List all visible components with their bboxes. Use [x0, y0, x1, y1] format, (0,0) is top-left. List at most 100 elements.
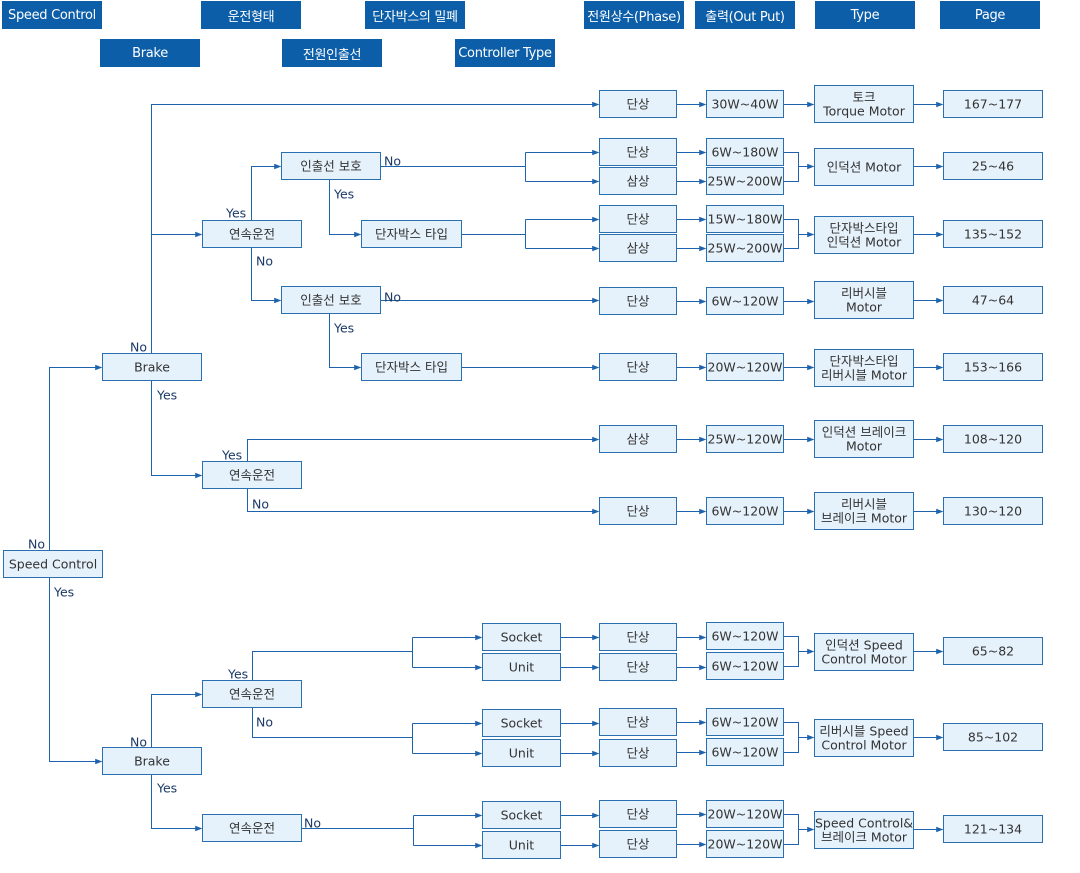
lead-wire-protection-node-box — [281, 286, 381, 314]
motor-type-node-label: Control Motor — [821, 652, 907, 667]
page-range-node: 121~134 — [943, 815, 1043, 843]
page-range-node-box — [943, 353, 1043, 381]
header-phase: 전원상수(Phase) — [584, 1, 684, 29]
output-node-box — [706, 708, 784, 736]
controller-type-node-box — [482, 709, 561, 737]
output-node-label: 6W~120W — [711, 629, 778, 644]
output-node-box — [706, 738, 784, 766]
output-node-label: 20W~120W — [708, 837, 783, 852]
terminal-box-type-node-label: 단자박스 타입 — [375, 360, 448, 375]
page-range-node-box — [943, 425, 1043, 453]
connector-arrow — [247, 436, 600, 462]
page-range-node-label: 130~120 — [964, 504, 1022, 519]
terminal-box-type-node-label: 단자박스 타입 — [375, 227, 448, 242]
motor-type-node-box — [814, 811, 914, 849]
page-range-node: 130~120 — [943, 497, 1043, 525]
motor-type-node-label: 인덕션 Motor — [827, 235, 902, 250]
connector-line — [783, 814, 799, 845]
page-range-node-label: 25~46 — [972, 159, 1014, 174]
phase-node-box — [599, 623, 677, 651]
phase-node: 단상 — [599, 90, 677, 118]
speed-control-node-label: Speed Control — [9, 557, 97, 572]
page-range-node-label: 85~102 — [968, 730, 1018, 745]
page-range-node-box — [943, 815, 1043, 843]
output-node: 25W~200W — [706, 167, 784, 195]
page-range-node: 47~64 — [943, 286, 1043, 314]
brake-node-label: Brake — [134, 360, 170, 375]
output-node: 6W~120W — [706, 738, 784, 766]
motor-type-node-label: 인덕션 브레이크 — [822, 425, 906, 440]
output-node: 6W~120W — [706, 708, 784, 736]
no-label: No — [28, 537, 45, 552]
connector-arrow — [49, 364, 103, 564]
phase-node-label: 단상 — [626, 630, 650, 645]
phase-node-label: 단상 — [626, 97, 650, 112]
lead-wire-protection-node: 인출선 보호 — [281, 152, 381, 180]
yes-label: Yes — [225, 206, 246, 221]
phase-node: 단상 — [599, 800, 677, 828]
motor-type-node: Speed Control&브레이크 Motor — [814, 811, 914, 849]
page-range-node-label: 167~177 — [964, 97, 1022, 112]
motor-type-node-box — [814, 281, 914, 319]
yes-label: Yes — [156, 781, 177, 796]
output-node-label: 6W~120W — [711, 659, 778, 674]
connector-arrow — [151, 774, 203, 832]
motor-type-node-label: 리버시블 Motor — [821, 368, 908, 383]
phase-node-label: 단상 — [626, 660, 650, 675]
motor-type-node-label: 인덕션 Motor — [827, 160, 902, 175]
terminal-box-type-node: 단자박스 타입 — [361, 220, 462, 248]
motor-type-node-label: 인덕션 Speed — [825, 638, 903, 653]
lead-wire-protection-node-label: 인출선 보호 — [300, 293, 361, 308]
output-node-box — [706, 425, 784, 453]
motor-type-node-label: 토크 — [852, 90, 875, 105]
yes-label: Yes — [333, 321, 354, 336]
page-range-node-box — [943, 637, 1043, 665]
phase-node: 단상 — [599, 287, 677, 315]
continuous-operation-node-label: 연속운전 — [229, 227, 275, 242]
controller-type-node: Socket — [482, 801, 561, 829]
motor-type-node-label: 브레이크 Motor — [821, 830, 908, 845]
output-node: 30W~40W — [706, 90, 784, 118]
output-node: 20W~120W — [706, 800, 784, 828]
output-node-label: 6W~180W — [711, 145, 778, 160]
continuous-operation-node-box — [202, 680, 302, 708]
continuous-operation-node: 연속운전 — [202, 461, 302, 489]
phase-node-box — [599, 739, 677, 767]
output-node: 25W~200W — [706, 234, 784, 262]
page-range-node-box — [943, 152, 1043, 180]
phase-node: 단상 — [599, 138, 677, 166]
controller-type-node-label: Socket — [501, 630, 543, 645]
phase-node: 단상 — [599, 353, 677, 381]
output-node-label: 30W~40W — [711, 97, 778, 112]
phase-node-box — [599, 708, 677, 736]
continuous-operation-node-box — [202, 220, 302, 248]
continuous-operation-node: 연속운전 — [202, 680, 302, 708]
phase-node: 단상 — [599, 739, 677, 767]
phase-node: 삼상 — [599, 234, 677, 262]
motor-type-node-label: Motor — [846, 439, 883, 454]
phase-node-box — [599, 653, 677, 681]
output-node-box — [706, 287, 784, 315]
page-range-node: 153~166 — [943, 353, 1043, 381]
brake-node-box — [102, 353, 202, 381]
motor-type-node-box — [814, 216, 914, 254]
phase-node-box — [599, 800, 677, 828]
no-label: No — [252, 497, 269, 512]
page-range-node-box — [943, 90, 1043, 118]
phase-node-label: 단상 — [626, 212, 650, 227]
motor-type-node-label: 단자박스타입 — [829, 221, 898, 236]
controller-type-node: Socket — [482, 623, 561, 651]
page-range-node-box — [943, 723, 1043, 751]
page-range-node-box — [943, 497, 1043, 525]
connector-arrow — [251, 163, 282, 221]
connector-arrow — [151, 691, 203, 748]
no-label: No — [130, 735, 147, 750]
phase-node-label: 단상 — [626, 294, 650, 309]
output-node-box — [706, 497, 784, 525]
connector-arrow — [251, 247, 282, 304]
no-label: No — [384, 290, 401, 305]
